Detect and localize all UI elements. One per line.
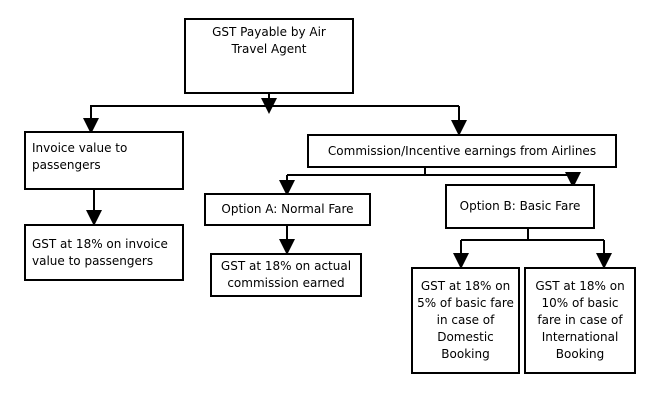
node-gst-invoice-label: GST at 18% on invoice value to passenger… xyxy=(32,236,168,268)
node-option-b: Option B: Basic Fare xyxy=(445,184,595,229)
node-gst-commission: GST at 18% on actual commission earned xyxy=(210,253,362,297)
node-gst-international-label: GST at 18% on 10% of basic fare in case … xyxy=(535,279,625,361)
node-gst-payable-label: GST Payable by Air Travel Agent xyxy=(212,25,326,56)
node-option-a: Option A: Normal Fare xyxy=(204,193,371,226)
node-gst-domestic-label: GST at 18% on 5% of basic fare in case o… xyxy=(417,279,514,361)
node-gst-commission-label: GST at 18% on actual commission earned xyxy=(220,259,352,290)
node-gst-international: GST at 18% on 10% of basic fare in case … xyxy=(524,267,636,374)
node-gst-domestic: GST at 18% on 5% of basic fare in case o… xyxy=(411,267,520,374)
node-commission-earnings-label: Commission/Incentive earnings from Airli… xyxy=(327,143,597,158)
node-option-a-label: Option A: Normal Fare xyxy=(221,202,354,216)
node-option-b-label: Option B: Basic Fare xyxy=(459,199,581,213)
node-gst-invoice: GST at 18% on invoice value to passenger… xyxy=(24,224,184,281)
node-invoice-value-label: Invoice value to passengers xyxy=(32,141,128,172)
node-invoice-value: Invoice value to passengers xyxy=(24,131,184,190)
node-gst-payable: GST Payable by Air Travel Agent xyxy=(184,18,354,94)
node-commission-earnings: Commission/Incentive earnings from Airli… xyxy=(307,134,617,168)
